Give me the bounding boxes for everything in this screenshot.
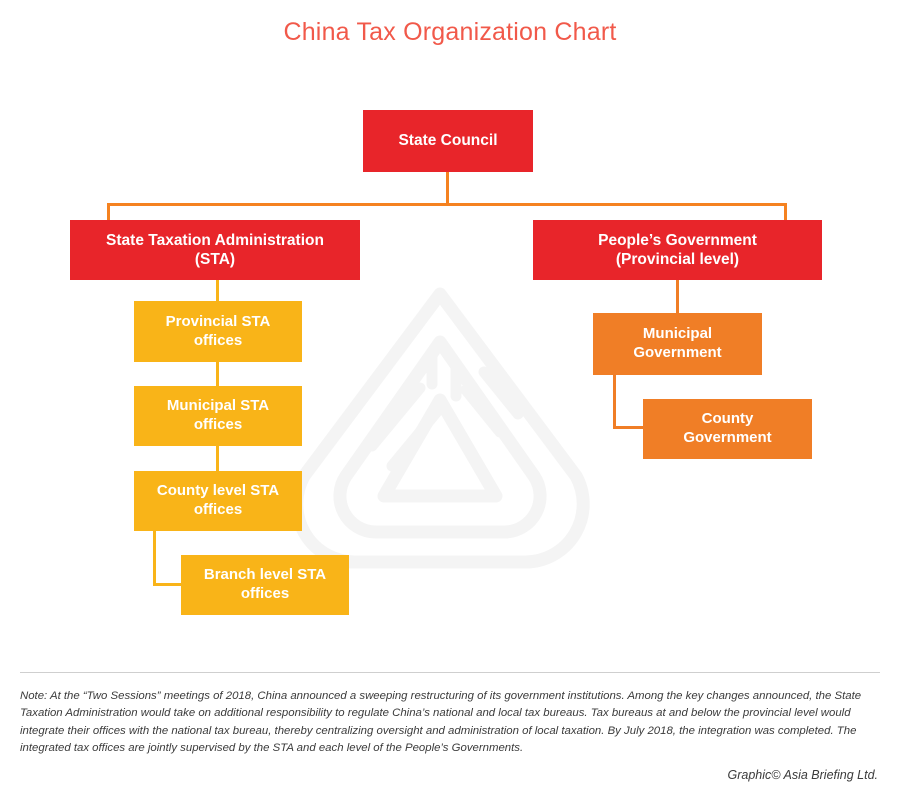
node-provincial-sta-line1: Provincial STA — [165, 312, 271, 330]
node-peoples-government-line2: (Provincial level) — [615, 251, 740, 268]
connector-county-to-branch-vertical — [153, 529, 156, 586]
node-branch-sta-line2: offices — [240, 585, 290, 602]
node-provincial-sta-line2: offices — [193, 331, 243, 349]
node-municipal-sta-offices[interactable]: Municipal STA offices — [134, 386, 302, 446]
node-sta-line1: State Taxation Administration — [106, 231, 324, 249]
footnote-text: Note: At the “Two Sessions” meetings of … — [20, 690, 862, 754]
page-title: China Tax Organization Chart — [283, 18, 617, 46]
node-branch-level-sta-offices[interactable]: Branch level STA offices — [181, 555, 349, 615]
node-provincial-sta-offices[interactable]: Provincial STA offices — [134, 301, 302, 362]
node-peoples-government-line1: People’s Government — [598, 231, 757, 249]
node-municipal-sta-line2: offices — [193, 416, 243, 433]
node-municipal-government-line2: Government — [633, 344, 722, 361]
node-state-taxation-administration[interactable]: State Taxation Administration (STA) — [70, 220, 360, 280]
connector-provincial-to-municipal — [216, 360, 219, 388]
node-county-sta-line1: County level STA — [156, 482, 280, 500]
connector-level1-bus — [107, 203, 787, 206]
node-county-government-line2: Government — [683, 429, 772, 446]
node-state-council-line1: State Council — [398, 132, 498, 150]
node-county-government-line1: County — [701, 410, 754, 428]
connector-county-to-branch-horizontal — [153, 583, 185, 586]
node-municipal-government-line1: Municipal — [642, 325, 713, 343]
connector-to-peoples-government — [784, 203, 787, 223]
node-county-government[interactable]: County Government — [643, 399, 812, 459]
connector-municipal-to-county-gov-horizontal — [613, 426, 647, 429]
node-state-council[interactable]: State Council — [363, 110, 533, 172]
node-branch-sta-line1: Branch level STA — [203, 566, 327, 584]
connector-sta-to-provincial — [216, 278, 219, 304]
connector-municipal-to-county-gov-vertical — [613, 373, 616, 429]
node-sta-line2: (STA) — [194, 251, 236, 268]
graphic-credit: Graphic© Asia Briefing Ltd. — [727, 768, 878, 782]
node-peoples-government[interactable]: People’s Government (Provincial level) — [533, 220, 822, 280]
footer-divider — [20, 672, 880, 673]
node-municipal-sta-line1: Municipal STA — [166, 397, 270, 415]
connector-to-sta — [107, 203, 110, 223]
node-county-level-sta-offices[interactable]: County level STA offices — [134, 471, 302, 531]
connector-municipal-to-county — [216, 444, 219, 473]
connector-peoples-government-to-municipal — [676, 278, 679, 315]
connector-state-council-stem — [446, 172, 449, 206]
node-county-sta-line2: offices — [193, 501, 243, 518]
asia-briefing-watermark-logo — [280, 280, 600, 580]
node-municipal-government[interactable]: Municipal Government — [593, 313, 762, 375]
